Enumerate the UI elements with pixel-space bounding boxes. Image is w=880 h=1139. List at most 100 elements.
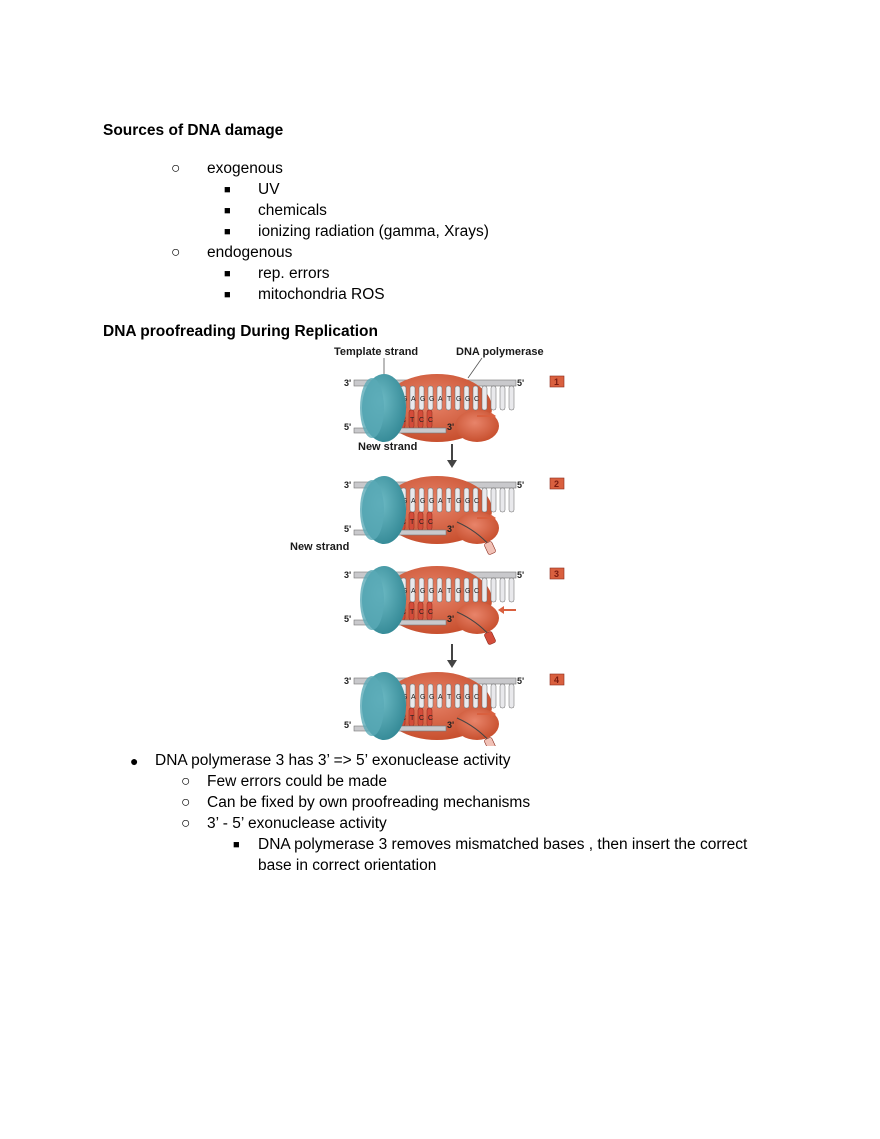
new-strand-base: C (428, 715, 433, 722)
new-strand-base: C (419, 715, 424, 722)
new-strand-label-2: New strand (290, 541, 349, 553)
step-number: 1 (554, 377, 559, 387)
replication-panel: 3'5'5'TGAGGATGGCACTCC3'2 (344, 476, 565, 555)
step-number: 4 (554, 675, 559, 685)
template-base: A (438, 396, 443, 403)
list-item-endogenous: endogenous (207, 244, 293, 261)
list-marker-circle: ○ (171, 244, 181, 261)
template-base: A (438, 694, 443, 701)
bullet-exonuclease-activity: DNA polymerase 3 has 3’ => 5’ exonucleas… (155, 752, 511, 769)
new-strand-label-1: New strand (358, 441, 417, 453)
new-strand-base: T (410, 417, 415, 424)
list-marker-circle: ○ (181, 815, 191, 832)
template-base: G (456, 498, 461, 505)
list-marker-circle: ○ (171, 160, 181, 177)
template-base: C (474, 588, 479, 595)
subitem-exonuclease: 3’ - 5’ exonuclease activity (207, 815, 387, 832)
list-marker-square: ■ (224, 226, 231, 238)
list-item-mitochondria-ros: mitochondria ROS (258, 286, 385, 303)
end-label-5: 5' (517, 480, 524, 490)
template-base: A (411, 694, 416, 701)
template-base: G (429, 396, 434, 403)
template-base: A (438, 498, 443, 505)
template-base: C (474, 396, 479, 403)
subitem-few-errors: Few errors could be made (207, 773, 388, 790)
list-marker-square: ■ (224, 184, 231, 196)
template-base: G (465, 694, 470, 701)
proofreading-diagram: Template strand DNA polymerase 3'5'5'TGA… (272, 344, 608, 746)
subsub-removes-mismatched-line2: base in correct orientation (258, 857, 437, 874)
template-base: T (447, 588, 452, 595)
new-strand-base: C (419, 417, 424, 424)
list-marker-circle: ○ (181, 794, 191, 811)
end-label-3: 3' (344, 570, 351, 580)
list-item-rep-errors: rep. errors (258, 265, 330, 282)
subsub-removes-mismatched-line1: DNA polymerase 3 removes mismatched base… (258, 836, 748, 853)
template-base: G (456, 396, 461, 403)
template-base: A (411, 498, 416, 505)
list-marker-square: ■ (224, 205, 231, 217)
list-marker-square: ■ (224, 268, 231, 280)
template-strand-label: Template strand (334, 346, 418, 358)
template-base: G (465, 498, 470, 505)
step-arrow-3-icon (447, 644, 457, 668)
step-number-box (549, 673, 565, 686)
step-number: 3 (554, 569, 559, 579)
template-base: G (465, 588, 470, 595)
list-item-chemicals: chemicals (258, 202, 327, 219)
template-base: C (474, 498, 479, 505)
list-marker-bullet: ● (130, 753, 139, 769)
list-item-uv: UV (258, 181, 280, 198)
template-base: G (429, 498, 434, 505)
template-base: C (474, 694, 479, 701)
end-label-5: 5' (344, 720, 351, 730)
end-label-3: 3' (344, 378, 351, 388)
new-strand-base: C (428, 417, 433, 424)
list-marker-square: ■ (233, 839, 240, 851)
new-strand-base: C (428, 519, 433, 526)
step-number-box (549, 375, 565, 388)
end-label-3: 3' (344, 676, 351, 686)
template-base: G (420, 588, 425, 595)
end-label-3: 3' (447, 614, 454, 624)
new-strand-base: C (419, 519, 424, 526)
replication-panel: 3'5'5'TGAGGATGGCACTCC3'3 (344, 566, 565, 645)
new-strand-base: T (410, 609, 415, 616)
template-base: T (447, 694, 452, 701)
new-strand-base: C (419, 609, 424, 616)
section-heading-dna-damage: Sources of DNA damage (103, 122, 284, 139)
template-base: G (465, 396, 470, 403)
section-heading-proofreading: DNA proofreading During Replication (103, 323, 378, 340)
template-base: A (411, 396, 416, 403)
template-base: G (456, 694, 461, 701)
template-base: T (447, 396, 452, 403)
template-base: G (420, 498, 425, 505)
template-base: T (447, 498, 452, 505)
template-base: G (420, 694, 425, 701)
template-base: G (420, 396, 425, 403)
template-base: G (456, 588, 461, 595)
new-strand-base: T (410, 715, 415, 722)
end-label-5: 5' (517, 676, 524, 686)
end-label-3: 3' (447, 524, 454, 534)
template-base: G (429, 694, 434, 701)
template-base: G (429, 588, 434, 595)
template-base: A (438, 588, 443, 595)
end-label-5: 5' (344, 524, 351, 534)
new-strand-base: C (428, 609, 433, 616)
template-base: A (411, 588, 416, 595)
end-label-3: 3' (447, 422, 454, 432)
end-label-5: 5' (344, 614, 351, 624)
step-number-box (549, 567, 565, 580)
step-arrow-1-icon (447, 444, 457, 468)
list-marker-circle: ○ (181, 773, 191, 790)
end-label-3: 3' (447, 720, 454, 730)
list-item-exogenous: exogenous (207, 160, 283, 177)
end-label-5: 5' (344, 422, 351, 432)
end-label-3: 3' (344, 480, 351, 490)
step-number-box (549, 477, 565, 490)
replication-panel: 3'5'5'TGAGGATGGCACTCC3'1 (344, 374, 565, 442)
dna-polymerase-label: DNA polymerase (456, 346, 544, 358)
list-item-ionizing-radiation: ionizing radiation (gamma, Xrays) (258, 223, 489, 240)
subitem-fixed-by-proofreading: Can be fixed by own proofreading mechani… (207, 794, 531, 811)
